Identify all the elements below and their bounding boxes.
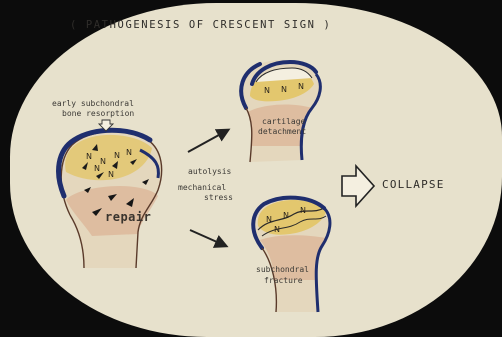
- subchondral-fracture-label: subchondral: [256, 266, 309, 274]
- collapse-label: COLLAPSE: [382, 179, 445, 190]
- arrow-to-fracture-icon: [190, 230, 226, 246]
- necrosis-marker: N: [264, 86, 270, 95]
- necrosis-marker: N: [266, 215, 272, 224]
- necrosis-marker: N: [298, 82, 304, 91]
- femoral-head-subchondral-fracture: N N N N: [253, 198, 330, 312]
- cartilage-detachment-label: cartilage: [262, 118, 305, 126]
- femoral-head-cartilage-detachment: N N N: [241, 60, 320, 162]
- autolysis-label: autolysis: [188, 168, 231, 176]
- necrosis-marker: N: [281, 85, 287, 94]
- necrosis-marker: N: [108, 170, 114, 179]
- repair-label: repair: [105, 211, 151, 223]
- necrosis-marker: N: [114, 151, 120, 160]
- femoral-head-early: N N N N N N: [59, 130, 162, 268]
- necrosis-marker: N: [86, 152, 92, 161]
- mechanical-stress-label: stress: [204, 194, 233, 202]
- mechanical-stress-label: mechanical: [178, 184, 226, 192]
- arrow-to-detachment-icon: [188, 130, 228, 152]
- necrosis-marker: N: [126, 148, 132, 157]
- necrosis-marker: N: [94, 164, 100, 173]
- necrosis-marker: N: [274, 225, 280, 234]
- early-resorption-label: early subchondral: [52, 100, 134, 108]
- early-resorption-label: bone resorption: [62, 110, 134, 118]
- necrosis-marker: N: [100, 157, 106, 166]
- cartilage-detachment-label: detachment: [258, 128, 306, 136]
- subchondral-fracture-label: fracture: [264, 277, 303, 285]
- necrosis-marker: N: [300, 206, 306, 215]
- collapse-arrow-icon: [342, 166, 374, 206]
- necrosis-marker: N: [283, 211, 289, 220]
- diagram-title: ( PATHOGENESIS OF CRESCENT SIGN ): [70, 20, 331, 31]
